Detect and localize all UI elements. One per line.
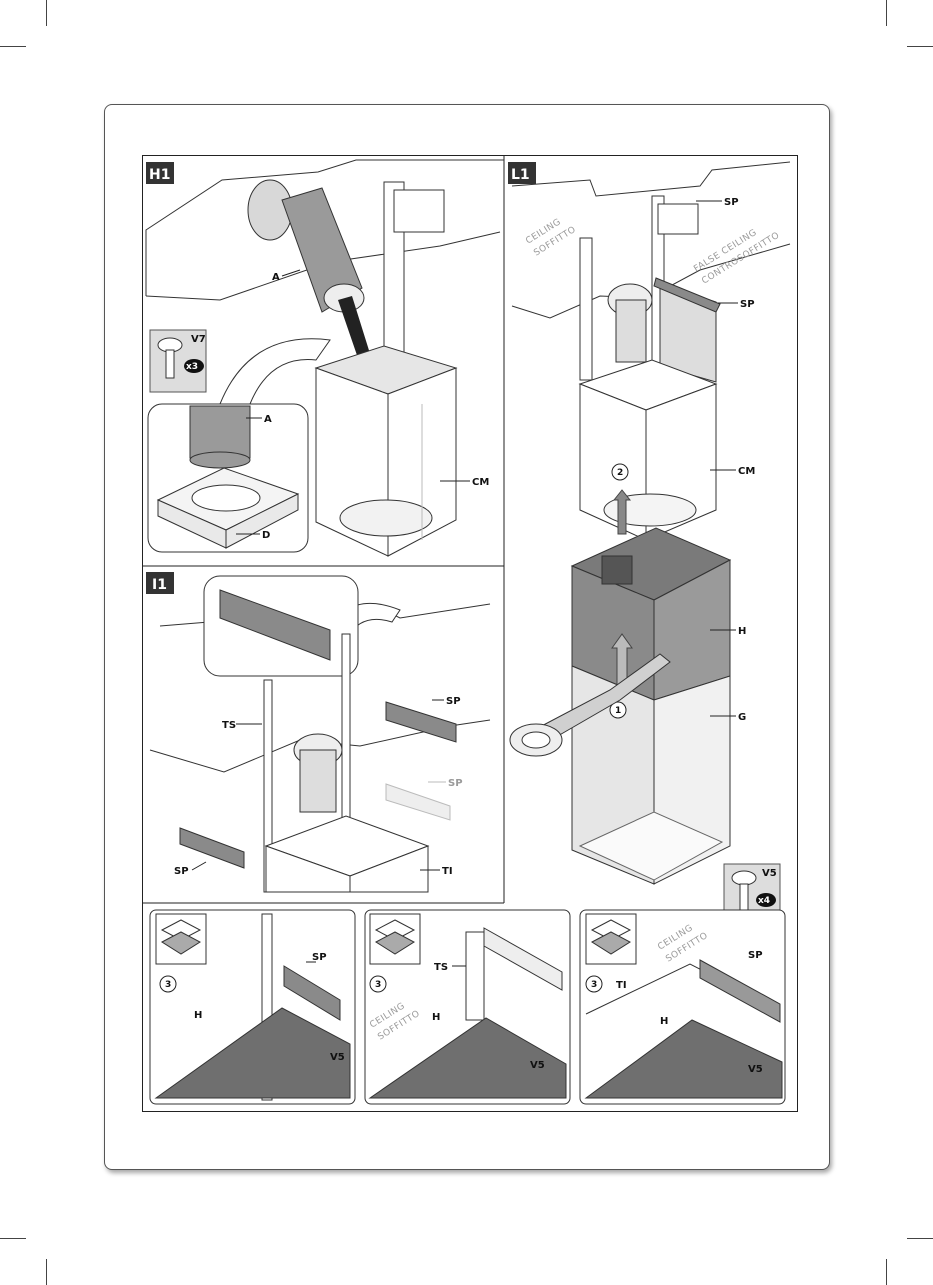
crop-mark (886, 0, 887, 26)
detail-3-label-v5: V5 (748, 1064, 763, 1075)
screw-box-v7: V7 x3 (149, 329, 207, 393)
detail-1-label-v5: V5 (330, 1052, 345, 1063)
crop-mark (886, 1259, 887, 1285)
label-d-ring: D (262, 530, 270, 541)
lower-box-ti (264, 815, 430, 893)
label-sp-bracket: SP (740, 299, 755, 310)
crop-mark (907, 46, 933, 47)
label-sp-right: SP (446, 696, 461, 707)
panel-tag-l1-text: L1 (511, 167, 530, 183)
panel-h1: H1 V7 x3 (145, 159, 504, 557)
diagram-frame (142, 155, 798, 1112)
chimney-frame (314, 181, 458, 557)
bracket-sp-left (179, 827, 245, 869)
cover-h-detail-2 (368, 1017, 567, 1099)
label-ts: TS (222, 720, 236, 731)
crop-mark (46, 0, 47, 26)
panel-tag-l1 (508, 162, 536, 184)
label-sp-top: SP (724, 197, 739, 208)
crop-mark (0, 46, 26, 47)
detail-1-label-sp: SP (312, 952, 327, 963)
crop-mark (907, 1238, 933, 1239)
bracket-sp-ghost (385, 783, 451, 821)
screw-qty-v5: x4 (758, 896, 770, 906)
detail-panel-1: 3 SP H V5 (149, 909, 356, 1105)
label-h-cover: H (738, 626, 746, 637)
label-cm-l1: CM (738, 466, 755, 477)
label-a-inset: A (264, 414, 272, 425)
panel-l1: L1 CEILING SOFFITTO FALSE CEILING CONTRO… (508, 161, 791, 919)
arrow-step-2 (612, 489, 632, 535)
detail-3-label-sp: SP (748, 950, 763, 961)
detail-2-label-h: H (432, 1012, 440, 1023)
panel-tag-h1-text: H1 (149, 167, 170, 183)
crop-mark (0, 1238, 26, 1239)
panel-i1: I1 TS SP SP SP TI (146, 572, 491, 893)
label-sp-left: SP (174, 866, 189, 877)
screw-box-v5: V5 x4 (723, 863, 781, 919)
label-a-duct: A (272, 272, 280, 283)
crop-mark (46, 1259, 47, 1285)
label-ti: TI (442, 866, 453, 877)
detail-1-step: 3 (165, 980, 171, 990)
detail-1-label-h: H (194, 1010, 202, 1021)
detail-panel-3: 3 CEILING SOFFITTO SP TI H V5 (579, 909, 786, 1105)
panel-tag-i1 (146, 572, 174, 594)
chimney-frame-l1 (579, 195, 721, 383)
detail-3-step: 3 (591, 980, 597, 990)
bracket-sp-right (385, 701, 457, 743)
screw-qty-v7: x3 (186, 362, 198, 372)
support-bracket-sp (653, 277, 721, 313)
cover-h-detail-1 (154, 1007, 351, 1099)
screw-code-v5: V5 (762, 868, 777, 879)
lower-cover-g (571, 665, 731, 885)
arrow-step-1 (611, 633, 633, 691)
label-sp-ghost: SP (448, 778, 463, 789)
detail-2-step: 3 (375, 980, 381, 990)
detail-3-label-ti: TI (616, 980, 627, 991)
detail-2-label-v5: V5 (530, 1060, 545, 1071)
screw-code-v7: V7 (191, 334, 206, 345)
step-1-number: 1 (615, 706, 621, 716)
chimney-box-cm (578, 359, 718, 541)
detail-panel-2: 3 CEILING SOFFITTO TS H V5 (364, 909, 571, 1105)
panel-tag-h1 (146, 162, 174, 184)
duct-pipe (247, 179, 372, 364)
label-cm: CM (472, 477, 489, 488)
inset-detail-i1 (203, 575, 401, 677)
cover-h-detail-3 (584, 1019, 783, 1099)
step-2-number: 2 (617, 468, 623, 478)
detail-3-label-h: H (660, 1016, 668, 1027)
label-g-cover: G (738, 712, 746, 723)
detail-2-label-ts: TS (434, 962, 448, 973)
inset-detail-h1 (147, 338, 331, 553)
panel-tag-i1-text: I1 (152, 577, 167, 593)
